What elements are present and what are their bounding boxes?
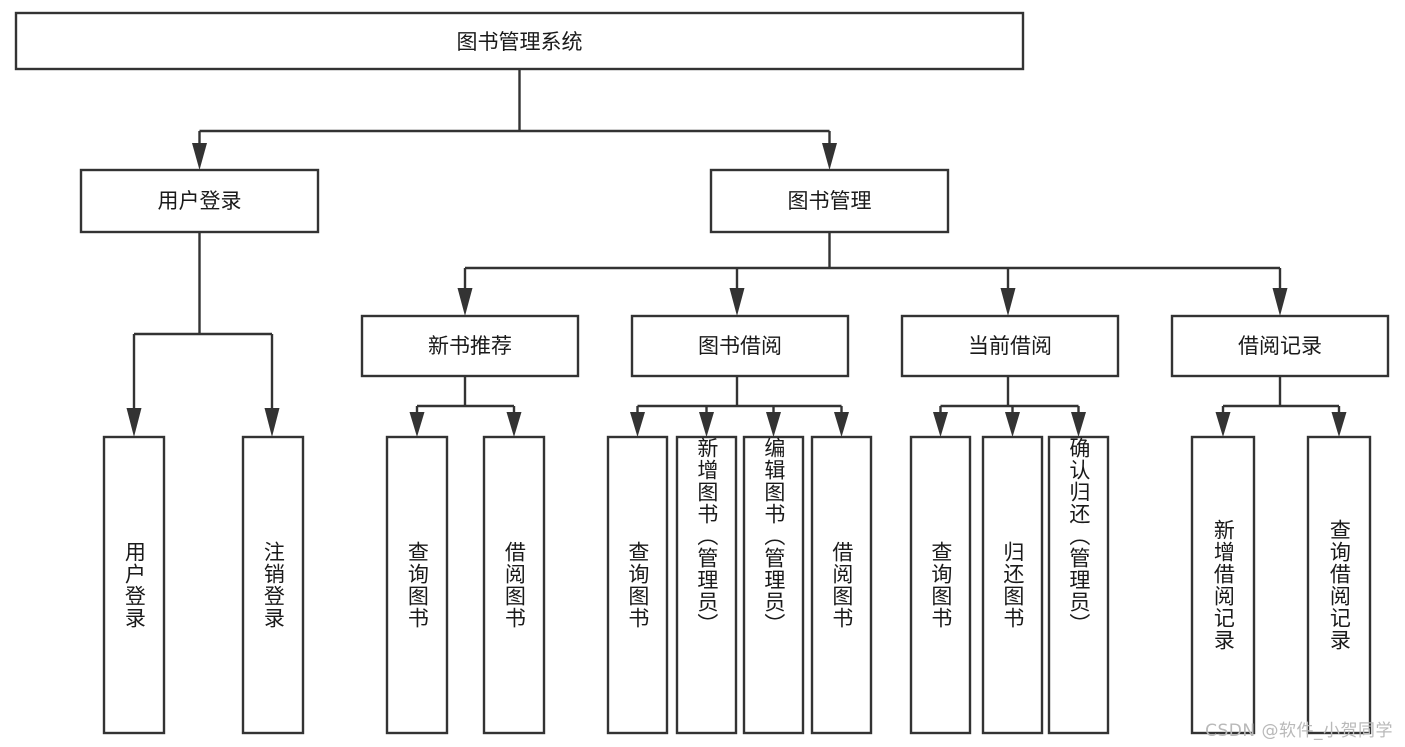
arrow-head-br-leaf-4 [834, 412, 849, 437]
node-borrow-records[interactable] [1170, 314, 1390, 378]
arrow-head-user-login [192, 143, 207, 170]
node-leaf-borrow-book[interactable] [810, 435, 873, 735]
arrow-head-br-leaf-1 [630, 412, 645, 437]
node-book-management[interactable] [709, 168, 950, 234]
node-borrow-records-label: 借阅记录 [1238, 334, 1322, 358]
node-user-login[interactable] [79, 168, 320, 234]
arrow-head-new-books [457, 288, 473, 316]
node-new-book-recommend[interactable] [360, 314, 580, 378]
node-new-book-recommend-label: 新书推荐 [428, 334, 512, 358]
connector-layer [126, 69, 1347, 437]
node-root-system-label: 图书管理系统 [457, 30, 583, 54]
node-current-borrow[interactable] [900, 314, 1120, 378]
arrow-head-rc-leaf-1 [1215, 412, 1231, 437]
node-book-borrow-label: 图书借阅 [698, 334, 782, 358]
arrow-head-records [1272, 288, 1288, 316]
arrow-head-rc-leaf-2 [1331, 412, 1347, 437]
node-leaf-query-book-new[interactable] [385, 435, 449, 735]
arrow-head-current [1000, 288, 1016, 316]
arrow-head-borrow [729, 288, 745, 316]
node-leaf-query-borrow-record[interactable] [1306, 435, 1372, 735]
node-book-borrow[interactable] [630, 314, 850, 378]
node-layer: 图书管理系统 用户登录 图书管理 新书推荐 图书借阅 当前借阅 借阅记录 [14, 11, 1390, 735]
node-leaf-logout[interactable] [241, 435, 305, 735]
node-current-borrow-label: 当前借阅 [968, 334, 1052, 358]
arrow-head-leaf-user-login [126, 408, 142, 437]
arrow-head-nb-leaf-1 [409, 412, 425, 437]
arrow-head-br-leaf-2 [699, 412, 714, 437]
node-book-management-label: 图书管理 [788, 189, 872, 213]
arrow-head-cu-leaf-3 [1071, 412, 1086, 437]
node-leaf-edit-book-admin[interactable] [742, 435, 805, 735]
node-user-login-label: 用户登录 [158, 189, 242, 213]
node-leaf-return-book[interactable] [981, 435, 1044, 735]
node-root-system[interactable] [14, 11, 1025, 71]
node-leaf-user-login[interactable] [102, 435, 166, 735]
node-leaf-borrow-book-new[interactable] [482, 435, 546, 735]
arrow-head-book-mgmt [822, 143, 837, 170]
arrow-head-cu-leaf-2 [1005, 412, 1020, 437]
node-leaf-query-book-borrow[interactable] [606, 435, 669, 735]
node-leaf-confirm-return-admin[interactable] [1047, 435, 1110, 735]
node-leaf-add-borrow-record[interactable] [1190, 435, 1256, 735]
node-leaf-add-book-admin[interactable] [675, 435, 738, 735]
arrow-head-nb-leaf-2 [506, 412, 522, 437]
arrow-head-leaf-logout [264, 408, 280, 437]
node-leaf-query-book-current[interactable] [909, 435, 972, 735]
arrow-head-br-leaf-3 [766, 412, 781, 437]
arrow-head-cu-leaf-1 [933, 412, 948, 437]
